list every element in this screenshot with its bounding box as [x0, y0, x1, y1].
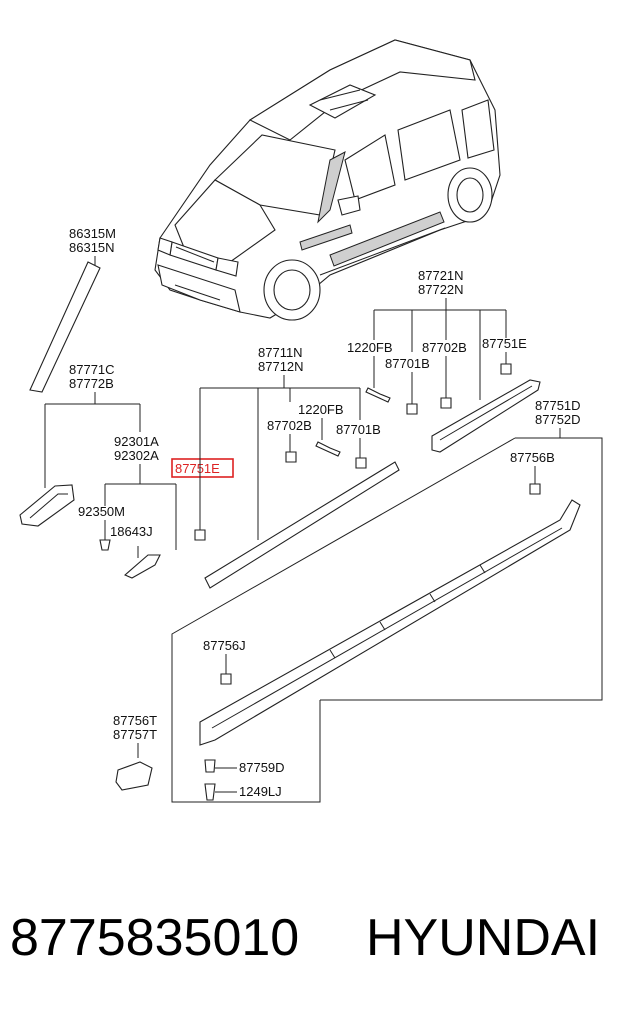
label-92302a: 92302A	[114, 448, 159, 463]
clip	[529, 483, 541, 495]
label-1220fb-b: 1220FB	[347, 340, 393, 355]
label-87712n: 87712N	[258, 359, 304, 374]
label-87751e-highlighted: 87751E	[175, 461, 220, 476]
clip	[285, 451, 297, 463]
brand-name: HYUNDAI	[366, 909, 601, 967]
screw	[365, 387, 391, 403]
car-illustration	[154, 39, 501, 321]
clip	[220, 673, 232, 685]
side-repeater-lamp	[123, 554, 161, 579]
clip	[406, 403, 418, 415]
rear-door-molding	[431, 379, 541, 453]
label-86315n: 86315N	[69, 240, 115, 255]
clip	[194, 529, 206, 541]
label-87701b-a: 87701B	[336, 422, 381, 437]
label-1249lj: 1249LJ	[239, 784, 282, 799]
label-87771c: 87771C	[69, 362, 115, 377]
clip	[355, 457, 367, 469]
label-87751d: 87751D	[535, 398, 581, 413]
label-87722n: 87722N	[418, 282, 464, 297]
label-87711n: 87711N	[258, 345, 303, 360]
label-87757t: 87757T	[113, 727, 157, 742]
part-number: 8775835010	[10, 909, 300, 967]
label-87702b-b: 87702B	[422, 340, 467, 355]
clip	[500, 363, 512, 375]
label-87702b-a: 87702B	[267, 418, 312, 433]
clip	[204, 759, 216, 773]
screw	[204, 783, 216, 801]
mud-guard-cap	[115, 761, 153, 791]
front-door-molding	[204, 461, 400, 589]
emblem-garnish	[19, 484, 75, 527]
label-18643j: 18643J	[110, 524, 153, 539]
label-87752d: 87752D	[535, 412, 581, 427]
label-87751e-b: 87751E	[482, 336, 527, 351]
label-87701b-b: 87701B	[385, 356, 430, 371]
screw	[315, 441, 341, 457]
label-87772b: 87772B	[69, 376, 114, 391]
label-87756t: 87756T	[113, 713, 157, 728]
pillar-trim	[29, 261, 101, 393]
highlight-box	[171, 458, 234, 478]
clip	[440, 397, 452, 409]
label-87756b: 87756B	[510, 450, 555, 465]
label-87756j: 87756J	[203, 638, 246, 653]
side-sill-molding	[199, 499, 581, 746]
parts-diagram: 86315M 86315N 87771C 87772B 92301A 92302…	[19, 39, 603, 803]
bulb-socket	[99, 539, 111, 551]
label-86315m: 86315M	[69, 226, 116, 241]
label-87759d: 87759D	[239, 760, 285, 775]
label-92350m: 92350M	[78, 504, 125, 519]
label-87721n: 87721N	[418, 268, 464, 283]
label-92301a: 92301A	[114, 434, 159, 449]
label-1220fb-a: 1220FB	[298, 402, 344, 417]
